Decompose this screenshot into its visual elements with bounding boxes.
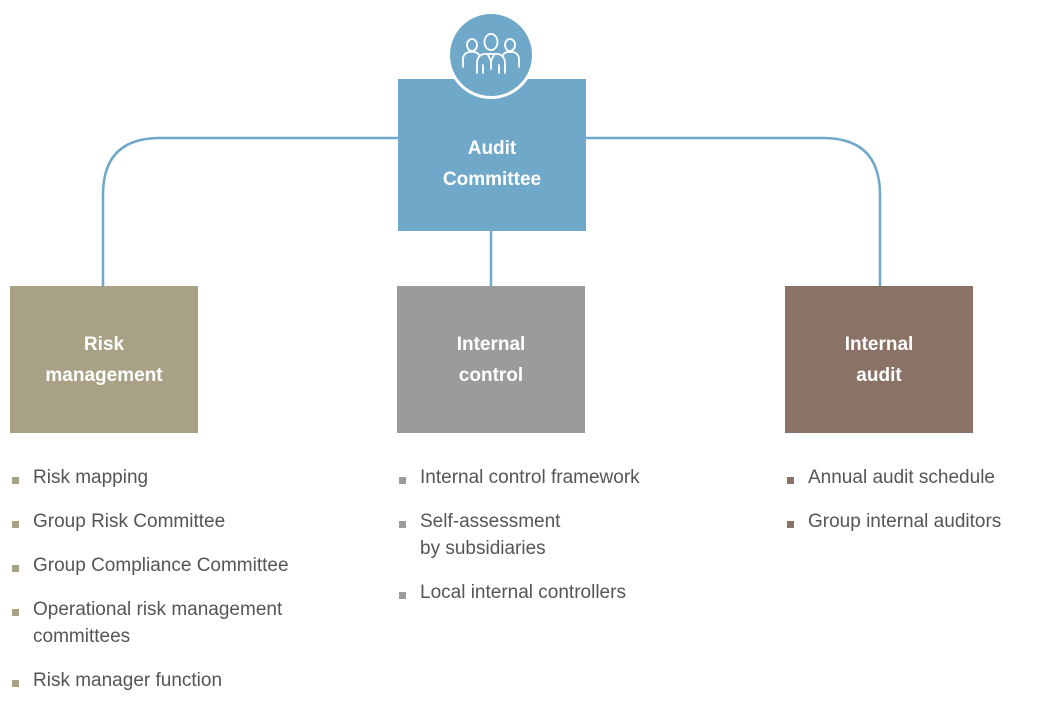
list-item-text: Risk mapping bbox=[33, 467, 149, 488]
list-item: Group internal auditors bbox=[785, 508, 1001, 535]
connector-left bbox=[101, 136, 398, 286]
internal-control-box: Internal control bbox=[397, 286, 585, 433]
list-item: Group Compliance Committee bbox=[10, 552, 289, 579]
list-item: Internal control framework bbox=[397, 464, 640, 491]
list-item: Group Risk Committee bbox=[10, 508, 289, 535]
list-item-text: Local internal controllers bbox=[420, 582, 626, 603]
square-bullet-icon bbox=[787, 477, 794, 484]
list-item: Annual audit schedule bbox=[785, 464, 1001, 491]
square-bullet-icon bbox=[12, 521, 19, 528]
people-group-icon-glyph bbox=[462, 33, 520, 74]
list-item-text: Operational risk management committees bbox=[33, 599, 283, 647]
list-item-text: Group Risk Committee bbox=[33, 511, 226, 532]
square-bullet-icon bbox=[12, 680, 19, 687]
list-item: Self-assessment by subsidiaries bbox=[397, 508, 640, 562]
square-bullet-icon bbox=[399, 592, 406, 599]
risk-management-box: Risk management bbox=[10, 286, 198, 433]
internal-audit-box: Internal audit bbox=[785, 286, 973, 433]
audit-committee-box: Audit Committee bbox=[398, 79, 586, 231]
square-bullet-icon bbox=[787, 521, 794, 528]
list-item: Operational risk management committees bbox=[10, 596, 289, 650]
list-item-text: Internal control framework bbox=[420, 467, 640, 488]
square-bullet-icon bbox=[12, 565, 19, 572]
people-group-icon bbox=[447, 11, 535, 99]
square-bullet-icon bbox=[399, 477, 406, 484]
list-item: Local internal controllers bbox=[397, 579, 640, 606]
connector-lines bbox=[101, 136, 882, 286]
connector-right bbox=[586, 136, 882, 286]
list-item-text: Group internal auditors bbox=[808, 511, 1002, 532]
list-item-text: Annual audit schedule bbox=[808, 467, 995, 488]
square-bullet-icon bbox=[12, 477, 19, 484]
square-bullet-icon bbox=[399, 521, 406, 528]
list-item: Risk mapping bbox=[10, 464, 289, 491]
list-item-text: Risk manager function bbox=[33, 670, 223, 691]
square-bullet-icon bbox=[12, 609, 19, 616]
list-item-text: Group Compliance Committee bbox=[33, 555, 289, 576]
list-item: Risk manager function bbox=[10, 667, 289, 694]
list-item-text: Self-assessment by subsidiaries bbox=[420, 511, 561, 559]
